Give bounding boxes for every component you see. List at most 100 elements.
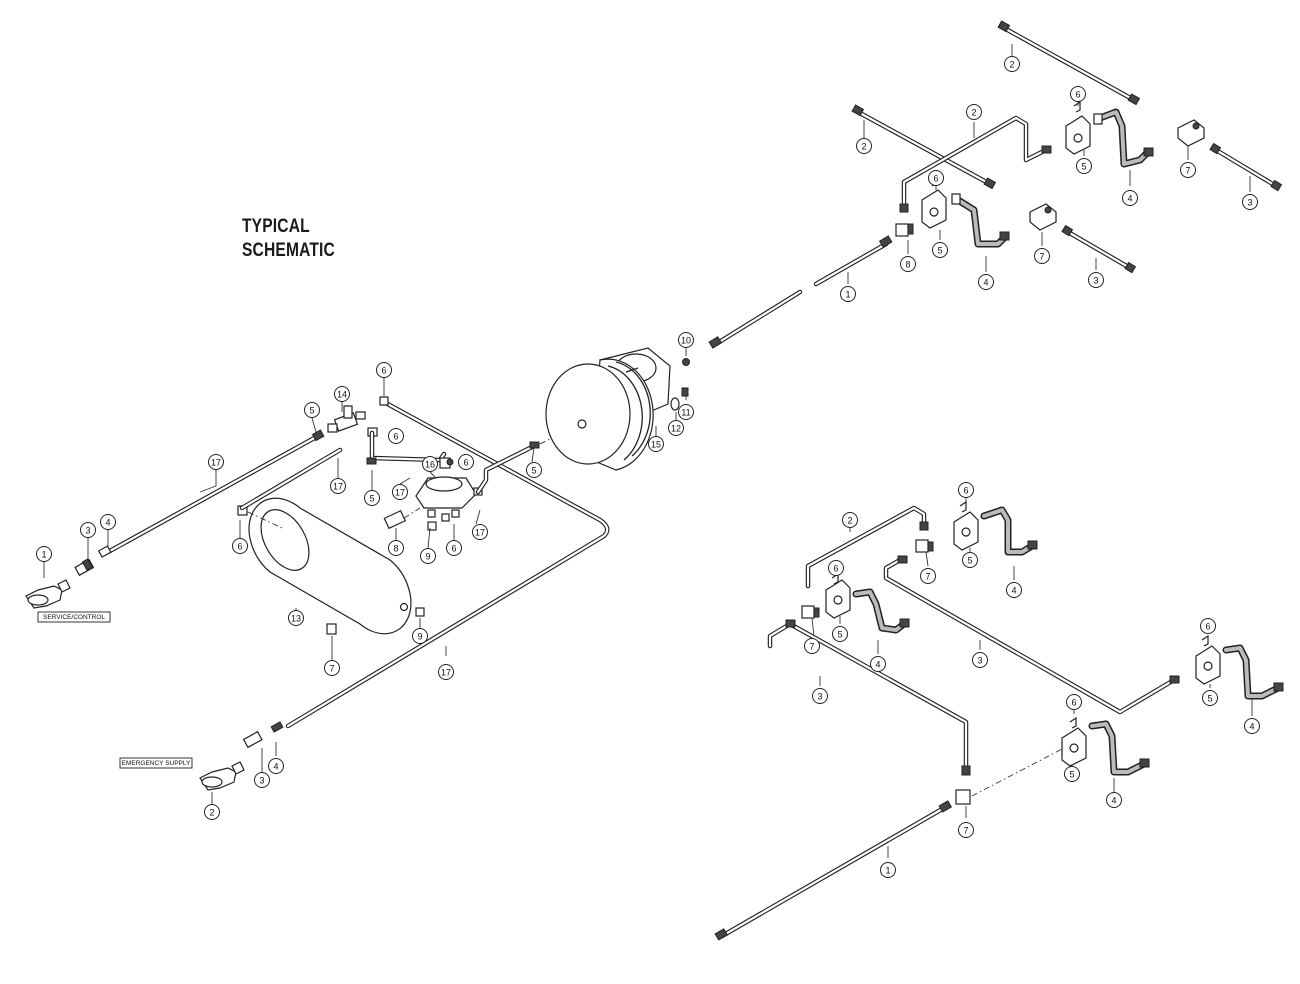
service-coupling — [74, 558, 95, 577]
callout-number: 8 — [393, 544, 398, 554]
emergency-gladhand — [199, 761, 245, 791]
callout-circle — [204, 804, 220, 820]
callout-number: 3 — [85, 526, 90, 536]
callout-number: 5 — [967, 556, 972, 566]
callout-number: 1 — [885, 866, 890, 876]
callout-circle — [856, 138, 872, 154]
callout-6: 6 — [928, 170, 944, 186]
callout-5: 5 — [962, 552, 978, 568]
callout-2: 2 — [966, 104, 982, 120]
callout-number: 9 — [425, 552, 430, 562]
callout-circle — [232, 538, 248, 554]
callout-9: 9 — [412, 628, 428, 644]
callout-number: 2 — [847, 516, 852, 526]
callout-number: 2 — [1009, 60, 1014, 70]
callout-circle — [1076, 158, 1092, 174]
callout-number: 7 — [963, 826, 968, 836]
callout-number: 7 — [809, 642, 814, 652]
callout-9: 9 — [420, 548, 436, 564]
callout-10: 10 — [678, 332, 694, 348]
callout-circle — [364, 490, 380, 506]
callout-circle — [100, 514, 116, 530]
callout-5: 5 — [526, 462, 542, 478]
callout-circle — [648, 436, 664, 452]
callout-circle — [458, 454, 474, 470]
callout-number: 7 — [329, 664, 334, 674]
callout-circle — [678, 332, 694, 348]
callout-6: 6 — [388, 428, 404, 444]
callout-16: 16 — [422, 456, 438, 472]
callout-4: 4 — [1244, 718, 1260, 734]
callout-circle — [80, 522, 96, 538]
callout-number: 17 — [395, 488, 405, 498]
callout-circle — [840, 286, 856, 302]
emergency-supply-tag: EMERGENCY SUPPLY — [119, 757, 193, 769]
callout-circle — [36, 546, 52, 562]
callout-number: 6 — [833, 564, 838, 574]
callout-6: 6 — [232, 538, 248, 554]
callout-7: 7 — [1180, 162, 1196, 178]
callout-circle — [304, 402, 320, 418]
diagram-title-line-2: SCHEMATIC — [242, 240, 335, 261]
callout-3: 3 — [80, 522, 96, 538]
callout-number: 4 — [1127, 194, 1132, 204]
callout-7: 7 — [1034, 248, 1050, 264]
callout-number: 1 — [41, 550, 46, 560]
callout-number: 17 — [211, 458, 221, 468]
callout-3: 3 — [1088, 272, 1104, 288]
callout-circle — [804, 638, 820, 654]
service-gladhand — [25, 579, 71, 609]
callout-5: 5 — [364, 490, 380, 506]
callout-circle — [1034, 248, 1050, 264]
callout-number: 9 — [417, 632, 422, 642]
callout-circle — [1200, 618, 1216, 634]
callout-3: 3 — [1242, 194, 1258, 210]
callout-13: 13 — [288, 610, 304, 626]
callout-circle — [334, 386, 350, 402]
callout-circle — [972, 652, 988, 668]
callout-8: 8 — [900, 256, 916, 272]
emergency-supply-label: EMERGENCY SUPPLY — [122, 760, 191, 767]
callout-circle — [268, 758, 284, 774]
callout-circle — [376, 362, 392, 378]
callout-circle — [668, 420, 684, 436]
callout-circle — [932, 242, 948, 258]
callout-4: 4 — [100, 514, 116, 530]
callout-number: 2 — [971, 108, 976, 118]
callout-number: 3 — [1093, 276, 1098, 286]
callout-15: 15 — [648, 436, 664, 452]
callout-circle — [254, 772, 270, 788]
callout-number: 6 — [963, 486, 968, 496]
callout-1: 1 — [880, 862, 896, 878]
diagram-title-line-1: TYPICAL — [242, 216, 310, 237]
callout-number: 3 — [977, 656, 982, 666]
callout-circle — [962, 552, 978, 568]
callout-circle — [330, 478, 346, 494]
callout-number: 13 — [291, 614, 301, 624]
callout-12: 12 — [668, 420, 684, 436]
callout-circle — [1180, 162, 1196, 178]
callout-6: 6 — [446, 540, 462, 556]
callout-17: 17 — [438, 664, 454, 680]
callout-4: 4 — [978, 274, 994, 290]
callout-circle — [412, 628, 428, 644]
callout-3: 3 — [254, 772, 270, 788]
callout-5: 5 — [932, 242, 948, 258]
callout-circle — [928, 170, 944, 186]
callout-circle — [1088, 272, 1104, 288]
callout-number: 5 — [837, 630, 842, 640]
callout-number: 5 — [1081, 162, 1086, 172]
callout-number: 4 — [1011, 586, 1016, 596]
callout-4: 4 — [1122, 190, 1138, 206]
callout-circle — [526, 462, 542, 478]
callout-6: 6 — [828, 560, 844, 576]
callout-number: 6 — [933, 174, 938, 184]
callout-number: 1 — [845, 290, 850, 300]
callout-7: 7 — [324, 660, 340, 676]
bottom-right-assembly — [714, 498, 1284, 941]
callout-number: 8 — [905, 260, 910, 270]
callout-7: 7 — [804, 638, 820, 654]
callout-3: 3 — [812, 688, 828, 704]
